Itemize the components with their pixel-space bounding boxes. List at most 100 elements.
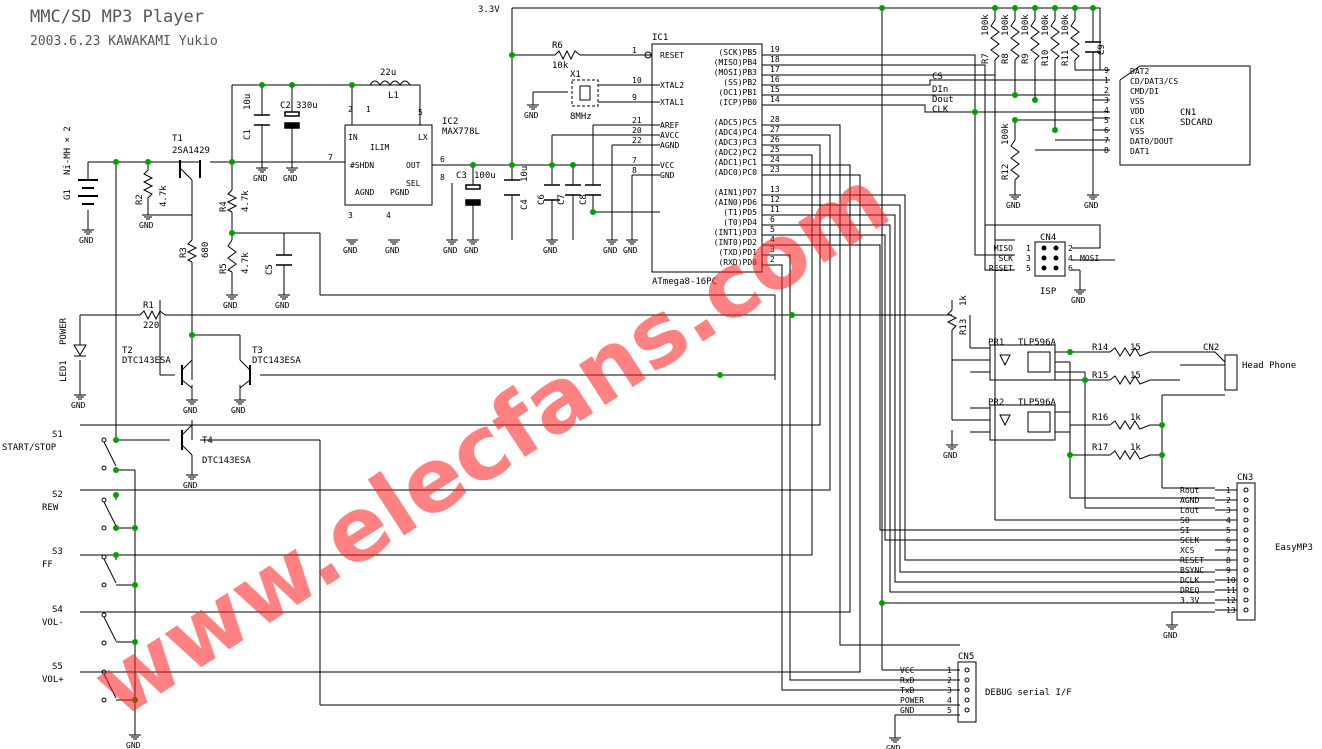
ic1-pin-num: 18 [770, 55, 780, 64]
ground-icon: GND [943, 444, 959, 460]
l1-ref: L1 [388, 91, 399, 101]
cn1-pin-name: CD/DAT3/CS [1130, 77, 1178, 86]
c5-ref: C5 [265, 264, 275, 275]
resistor-symbols [139, 19, 1151, 460]
switch-label: VOL- [42, 618, 64, 628]
ic2-pin-sel: SEL [406, 179, 421, 188]
ground-label: GND [1084, 201, 1099, 210]
ic1-pin-name: (ADC1)PC1 [714, 158, 758, 167]
cn4-pin-num: 5 [1026, 264, 1031, 273]
cn3-pin-num: 13 [1226, 606, 1236, 615]
ground-label: GND [1006, 201, 1021, 210]
r12-ref: R12 [1001, 164, 1011, 180]
ic1-pin-name: (RXD)PD0 [718, 258, 757, 267]
t2-value: DTC143ESA [122, 356, 171, 366]
ic1-pin-name: (ADC5)PC5 [714, 118, 758, 127]
r14-ref: R14 [1092, 343, 1108, 353]
cn3-signal: DREQ [1180, 586, 1199, 595]
ground-icon: GND [139, 214, 155, 230]
r8-ref: R8 [1001, 53, 1011, 64]
ic2-num-3: 3 [348, 211, 353, 220]
sd-signal-clk: CLK [932, 105, 949, 115]
cn1-pin-num: 3 [1104, 96, 1109, 105]
ground-label: GND [126, 741, 141, 749]
ground-icon: GND [1163, 624, 1179, 640]
cn1-pin-num: 5 [1104, 116, 1109, 125]
sd-signal-dout: Dout [932, 95, 954, 105]
c1-value: 10u [243, 94, 253, 110]
ground-label: GND [253, 174, 268, 183]
ic1-pin-name: (SCK)PB5 [718, 48, 757, 57]
cn1-pin-name: DAT1 [1130, 147, 1149, 156]
cn4-ref: CN4 [1040, 233, 1056, 243]
ic1-pin-name: (ADC2)PC2 [714, 148, 758, 157]
x1-value: 8MHz [570, 112, 592, 122]
ic1-pin-num: 13 [770, 185, 780, 194]
ic1-pin-num: 7 [632, 156, 637, 165]
cn5-pin-num: 3 [947, 686, 952, 695]
ic1-pin-num: 1 [632, 46, 637, 55]
ground-icon: GND [183, 399, 199, 415]
switch-ref: S4 [52, 605, 63, 615]
cn5-pin-num: 5 [947, 706, 952, 715]
ground-label: GND [275, 301, 290, 310]
pr1-part: TLP596A [1018, 338, 1057, 348]
ic1-pin-name: (INT0)PD2 [714, 238, 758, 247]
ground-icon: GND [524, 104, 540, 120]
ground-label: GND [385, 246, 400, 255]
ic1-pin-name: (ICP)PB0 [718, 98, 757, 107]
ic1-pin-name: VCC [660, 161, 675, 170]
r3-ref: R3 [179, 247, 189, 258]
ic1-pin-num: 11 [770, 205, 780, 214]
cn3-signal: DCLK [1180, 576, 1199, 585]
ic1-pin-num: 16 [770, 75, 780, 84]
photo-relay-pr2: PR2 TLP596A [988, 398, 1057, 441]
t4-ref: T4 [202, 436, 213, 446]
pr2-ref: PR2 [988, 398, 1004, 408]
r13-ref: R13 [959, 319, 969, 335]
cn3-pin-num: 5 [1226, 526, 1231, 535]
ic1-pin-num: 9 [632, 93, 637, 102]
ic2-part: MAX778L [442, 127, 480, 137]
c2-value: 330u [296, 101, 318, 111]
ic2-num-6: 6 [440, 155, 445, 164]
cn1-pin-num: 9 [1104, 66, 1109, 75]
ground-icon: GND [1006, 194, 1022, 210]
r7-ref: R7 [981, 53, 991, 64]
r10-ref: R10 [1041, 50, 1051, 66]
t4-value: DTC143ESA [202, 456, 251, 466]
x1-ref: X1 [570, 70, 581, 80]
schematic-subtitle: 2003.6.23 KAWAKAMI Yukio [30, 34, 218, 49]
transistor-t1: T1 2SA1429 [172, 134, 210, 181]
cn3-pin-num: 3 [1226, 506, 1231, 515]
t1-value: 2SA1429 [172, 146, 210, 156]
ground-icon: GND [253, 167, 269, 183]
battery-g1: G1 Ni-MH × 2 [63, 126, 98, 205]
ic2-num-5: 5 [418, 108, 423, 117]
t1-ref: T1 [172, 134, 183, 144]
r4-ref: R4 [219, 201, 229, 212]
r16-ref: R16 [1092, 413, 1108, 423]
rail-3v3-label: 3.3V [478, 5, 500, 15]
ground-icon: GND [464, 239, 480, 255]
r6-value: 10k [552, 61, 569, 71]
junctions [113, 5, 1165, 703]
cn1-pin-name: DAT2 [1130, 67, 1149, 76]
switch-ref: S2 [52, 490, 63, 500]
ic1-pin-name: (T1)PD5 [723, 208, 757, 217]
cn3-signal: SO [1180, 516, 1190, 525]
ground-label: GND [443, 246, 458, 255]
cn1-pin-num: 8 [1104, 146, 1109, 155]
cn4-pin-num: 6 [1068, 264, 1073, 273]
photo-relay-pr1: PR1 TLP596A [988, 338, 1057, 381]
ground-label: GND [464, 246, 479, 255]
ground-icon: GND [1084, 194, 1100, 210]
cn3-pin-num: 2 [1226, 496, 1231, 505]
ic1-pin-name: AVCC [660, 131, 679, 140]
